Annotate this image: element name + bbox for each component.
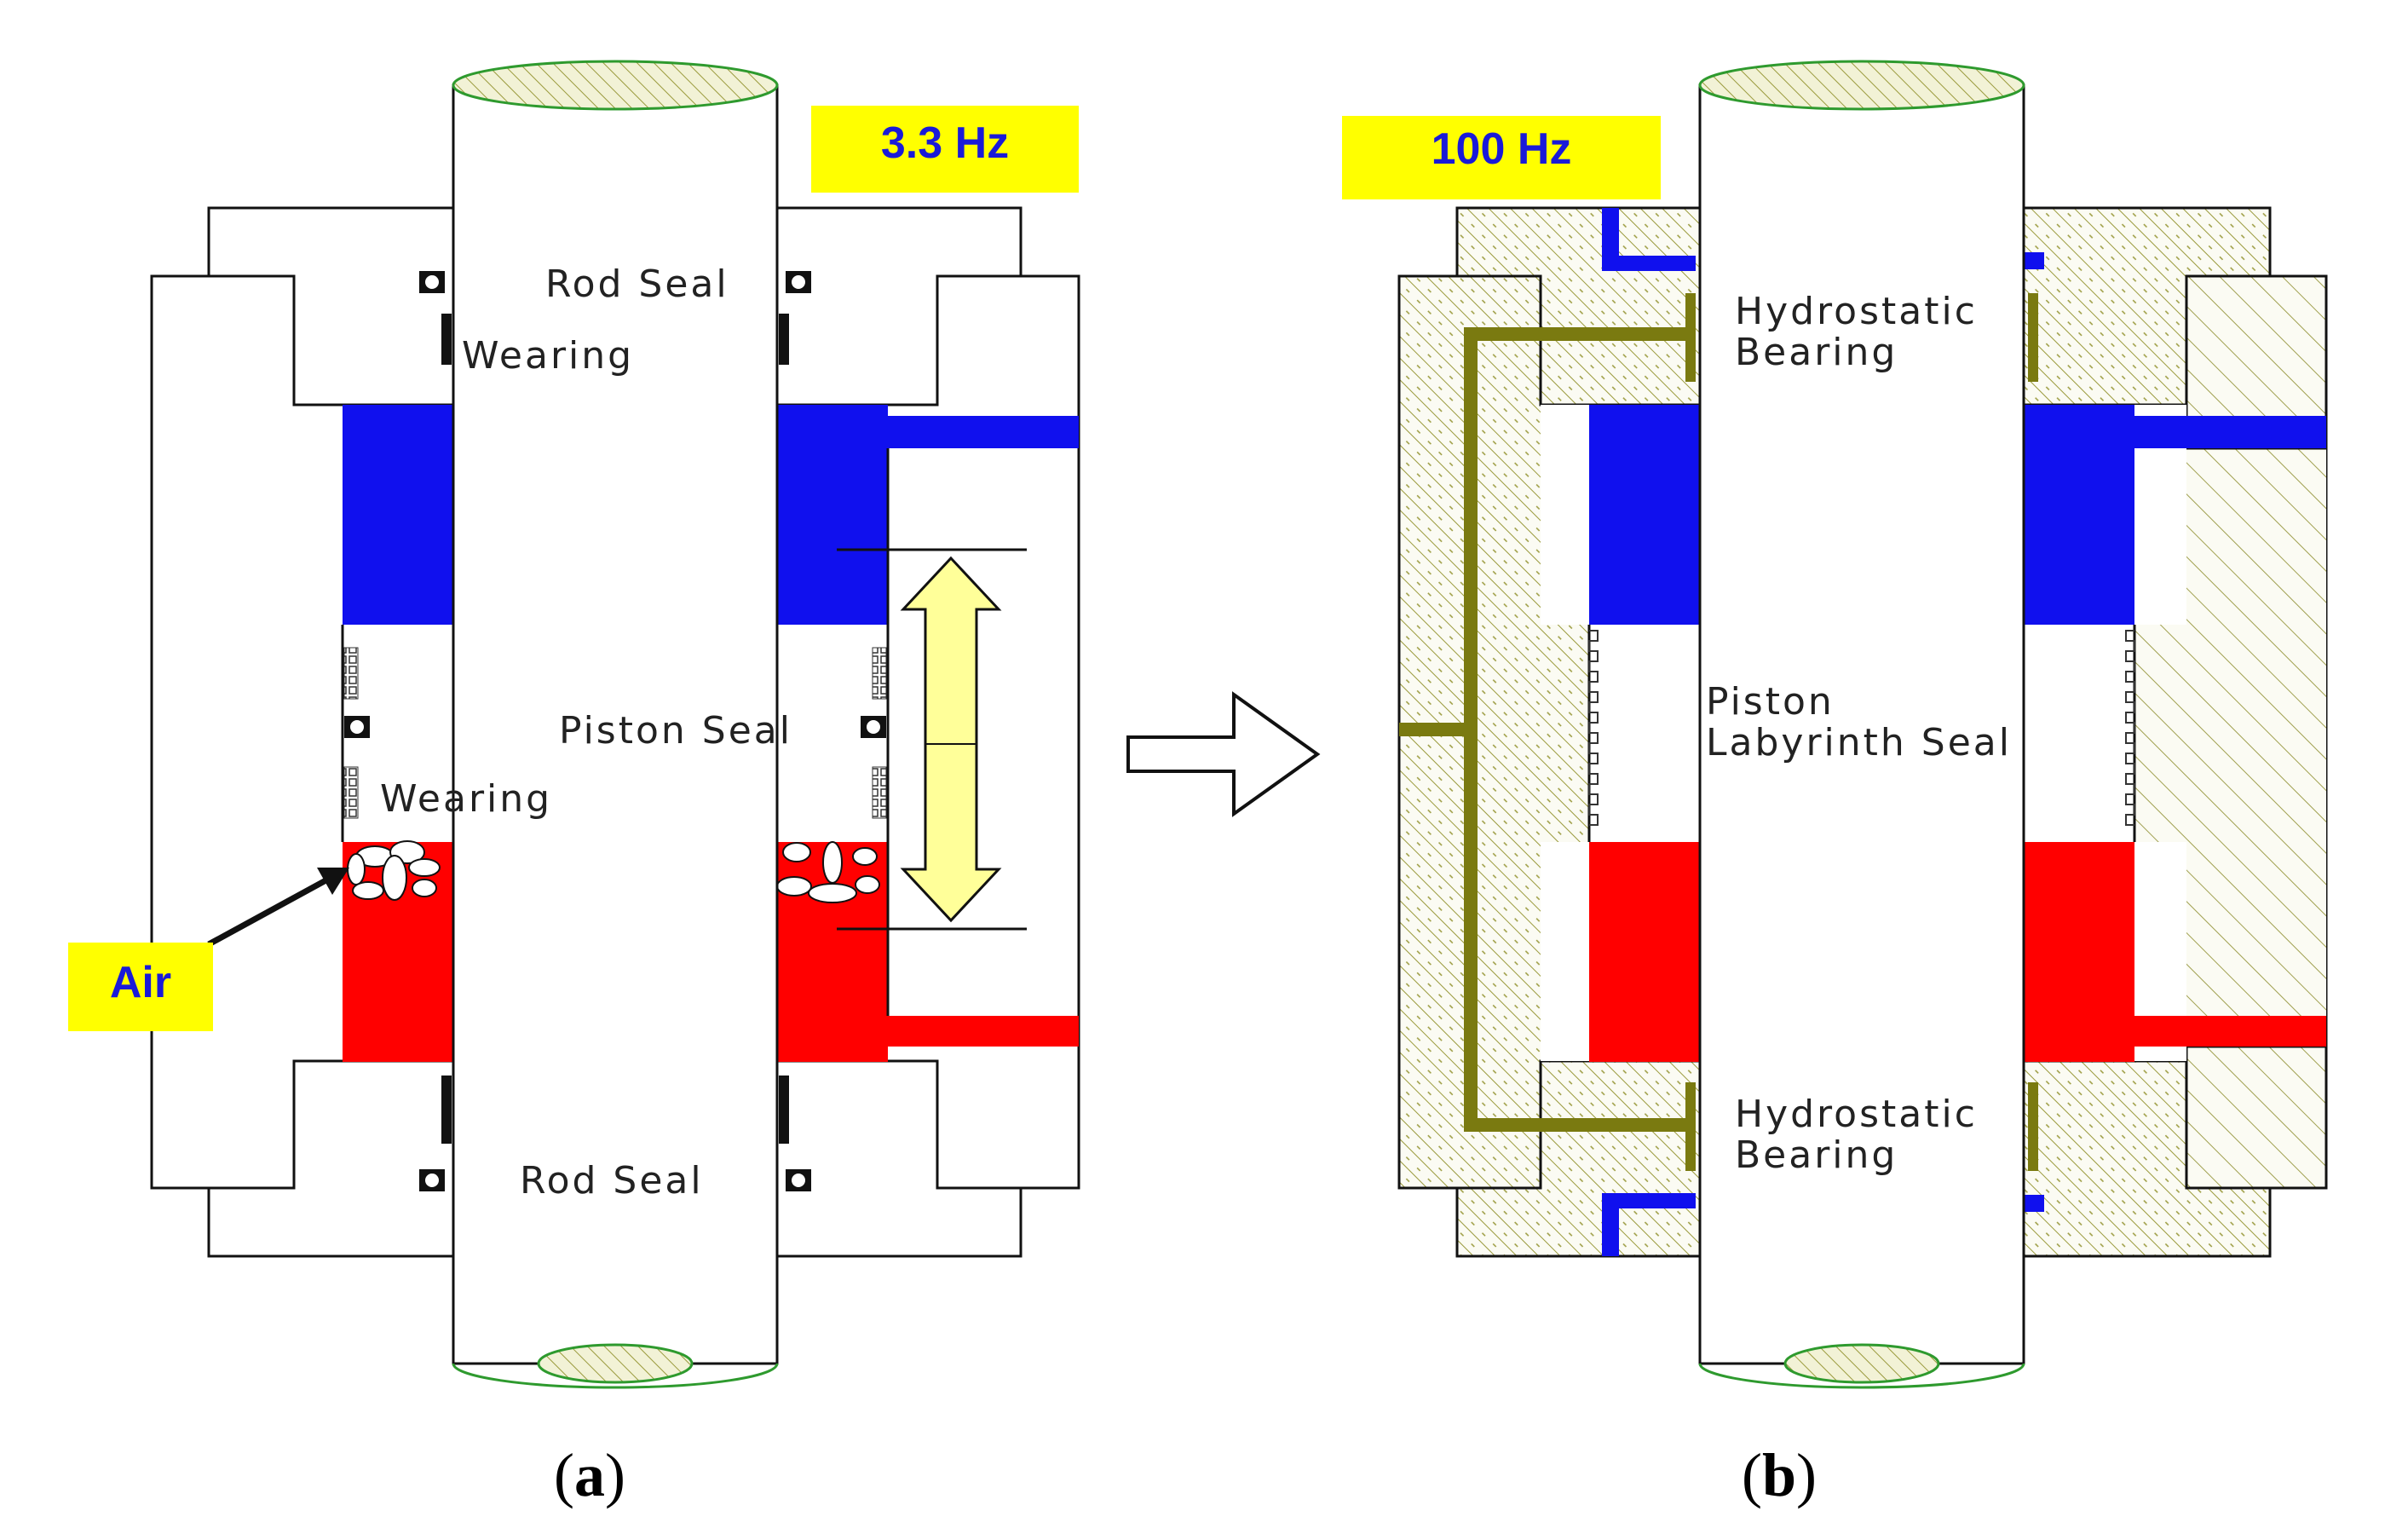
- wearing-strips: [441, 314, 789, 1144]
- label-wearing-top: Wearing: [462, 334, 634, 378]
- panel-a: 3.3 Hz Air Rod Seal Wearing Piston Seal …: [68, 60, 1080, 1509]
- hydrostatic-supply-lines: [1399, 293, 2038, 1171]
- label-piston-seal: Piston Seal: [559, 709, 792, 753]
- rod-end-bottom: [537, 1343, 694, 1384]
- upper-port: [888, 416, 1079, 448]
- upper-chamber-left-b: [1589, 405, 1700, 625]
- label-rod-seal-top: Rod Seal: [545, 262, 729, 306]
- piston-rod: [452, 84, 779, 1365]
- stroke-arrow: [900, 556, 1002, 923]
- label-wearing-mid: Wearing: [380, 777, 552, 821]
- lower-chamber-right-b: [2024, 842, 2134, 1062]
- caption-a: (a): [554, 1441, 625, 1509]
- freq-tag-b-text: 100 Hz: [1432, 124, 1572, 174]
- air-tag: [68, 943, 213, 1031]
- transition-arrow: [1126, 691, 1321, 817]
- air-bubbles: [347, 840, 880, 903]
- rod-end-bottom-b: [1783, 1343, 1940, 1384]
- air-tag-text: Air: [110, 958, 171, 1007]
- freq-tag-b: [1342, 116, 1661, 199]
- rod-end-top-b: [1698, 60, 2025, 111]
- piston-wear-rings: [343, 647, 887, 819]
- piston-rod-b: [1698, 84, 2025, 1365]
- label-rod-seal-bottom: Rod Seal: [520, 1159, 704, 1202]
- lower-port-b: [2134, 1016, 2326, 1047]
- lower-port: [888, 1016, 1079, 1047]
- label-piston: Piston: [1706, 680, 1835, 724]
- label-labyrinth-seal: Labyrinth Seal: [1706, 721, 2012, 764]
- lower-chamber-left-b: [1589, 842, 1700, 1062]
- label-bearing-bottom-2: Bearing: [1735, 1133, 1898, 1177]
- rod-seal-rings: [344, 271, 886, 1191]
- label-bearing-top-2: Bearing: [1735, 331, 1898, 374]
- rod-end-top: [452, 60, 779, 111]
- air-pointer: [207, 874, 332, 948]
- labyrinth-teeth: [1588, 630, 2135, 826]
- label-bearing-top-1: Hydrostatic: [1735, 290, 1978, 333]
- label-bearing-bottom-1: Hydrostatic: [1735, 1093, 1978, 1136]
- caption-b: (b): [1742, 1441, 1817, 1509]
- freq-tag-a-text: 3.3 Hz: [881, 118, 1009, 168]
- panel-b: 100 Hz Hydrostatic Bearing Piston Labyri…: [1342, 60, 2328, 1509]
- upper-chamber-right-b: [2024, 405, 2134, 625]
- upper-port-b: [2134, 416, 2326, 448]
- upper-chamber-right: [777, 405, 888, 625]
- upper-chamber-left: [343, 405, 453, 625]
- freq-tag-a: [811, 106, 1079, 193]
